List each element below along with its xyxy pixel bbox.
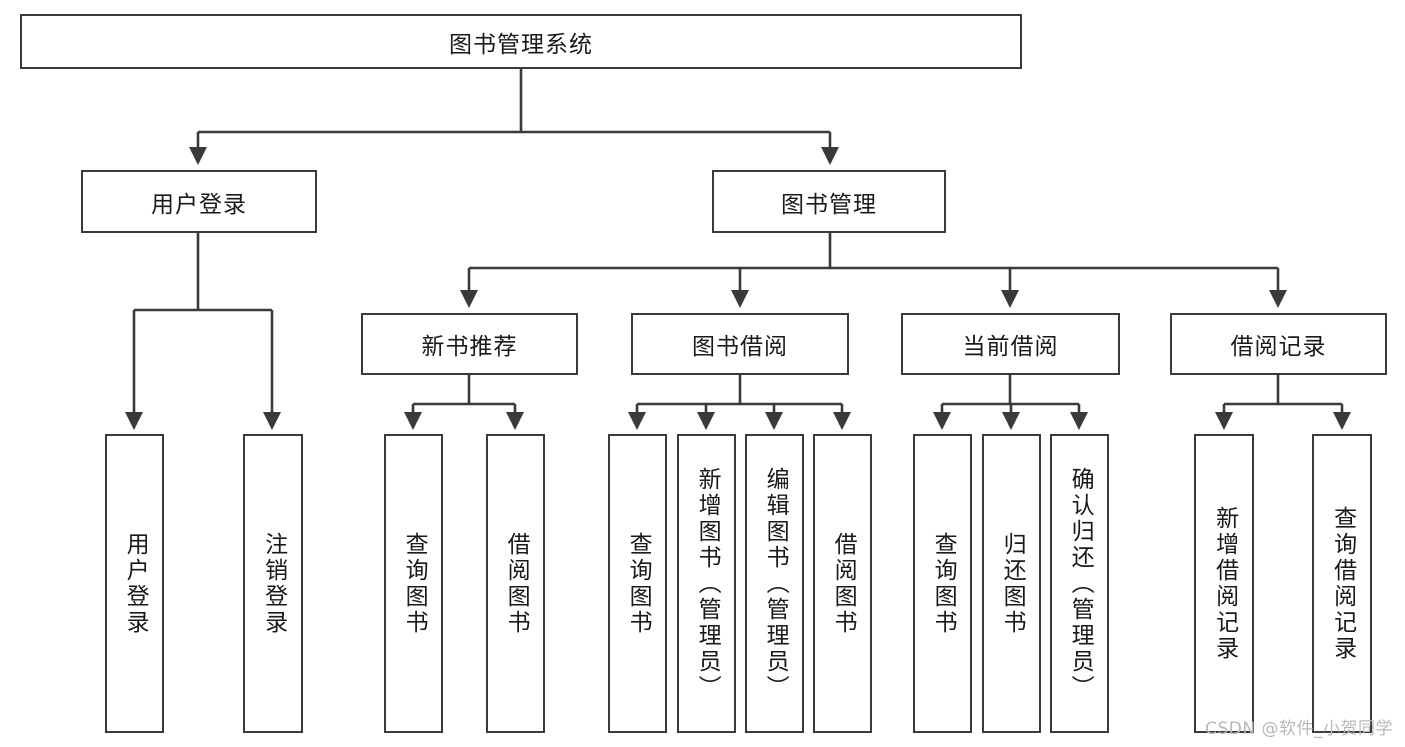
node-leaf-add-book-admin[interactable]: 新增图书（管理员） (677, 434, 736, 733)
node-new-book-recommend[interactable]: 新书推荐 (361, 313, 578, 375)
node-leaf-edit-book-admin[interactable]: 编辑图书（管理员） (745, 434, 804, 733)
node-leaf-user-login-label: 用户登录 (122, 531, 149, 636)
node-leaf-add-borrow-record[interactable]: 新增借阅记录 (1194, 434, 1254, 733)
node-leaf-borrow-book-2[interactable]: 借阅图书 (813, 434, 872, 733)
node-borrow-record-label: 借阅记录 (1230, 334, 1327, 360)
node-leaf-query-book-2-label: 查询图书 (625, 531, 652, 636)
node-new-book-recommend-label: 新书推荐 (421, 334, 518, 360)
node-leaf-query-book-2[interactable]: 查询图书 (608, 434, 667, 733)
node-leaf-return-book-label: 归还图书 (999, 531, 1026, 636)
node-leaf-logout-login-label: 注销登录 (260, 531, 287, 636)
node-root-label: 图书管理系统 (449, 31, 593, 58)
node-leaf-borrow-book-1-label: 借阅图书 (503, 531, 530, 636)
node-leaf-logout-login[interactable]: 注销登录 (243, 434, 303, 733)
node-current-borrow[interactable]: 当前借阅 (901, 313, 1120, 375)
node-book-borrow-label: 图书借阅 (692, 334, 788, 360)
node-user-login-label: 用户登录 (151, 191, 247, 218)
node-leaf-query-book-3[interactable]: 查询图书 (913, 434, 972, 733)
node-leaf-add-book-admin-label: 新增图书（管理员） (694, 466, 721, 701)
node-leaf-query-borrow-record[interactable]: 查询借阅记录 (1312, 434, 1372, 733)
node-book-management-label: 图书管理 (781, 191, 877, 218)
node-leaf-add-borrow-record-label: 新增借阅记录 (1211, 505, 1238, 662)
node-leaf-confirm-return-admin-label: 确认归还（管理员） (1067, 466, 1094, 701)
node-leaf-borrow-book-1[interactable]: 借阅图书 (486, 434, 545, 733)
node-leaf-return-book[interactable]: 归还图书 (982, 434, 1041, 733)
node-leaf-user-login[interactable]: 用户登录 (105, 434, 164, 733)
node-current-borrow-label: 当前借阅 (962, 334, 1059, 360)
node-user-login[interactable]: 用户登录 (81, 170, 317, 233)
node-leaf-edit-book-admin-label: 编辑图书（管理员） (762, 466, 789, 701)
node-borrow-record[interactable]: 借阅记录 (1170, 313, 1387, 375)
node-leaf-borrow-book-2-label: 借阅图书 (830, 531, 857, 636)
node-leaf-confirm-return-admin[interactable]: 确认归还（管理员） (1050, 434, 1109, 733)
node-root[interactable]: 图书管理系统 (20, 14, 1022, 69)
node-leaf-query-book-1-label: 查询图书 (401, 531, 428, 636)
node-book-management[interactable]: 图书管理 (712, 170, 946, 233)
node-book-borrow[interactable]: 图书借阅 (631, 313, 849, 375)
node-leaf-query-book-1[interactable]: 查询图书 (384, 434, 443, 733)
node-leaf-query-borrow-record-label: 查询借阅记录 (1329, 505, 1356, 662)
node-leaf-query-book-3-label: 查询图书 (930, 531, 957, 636)
watermark-text: CSDN @软件_小贺同学 (1205, 719, 1393, 739)
